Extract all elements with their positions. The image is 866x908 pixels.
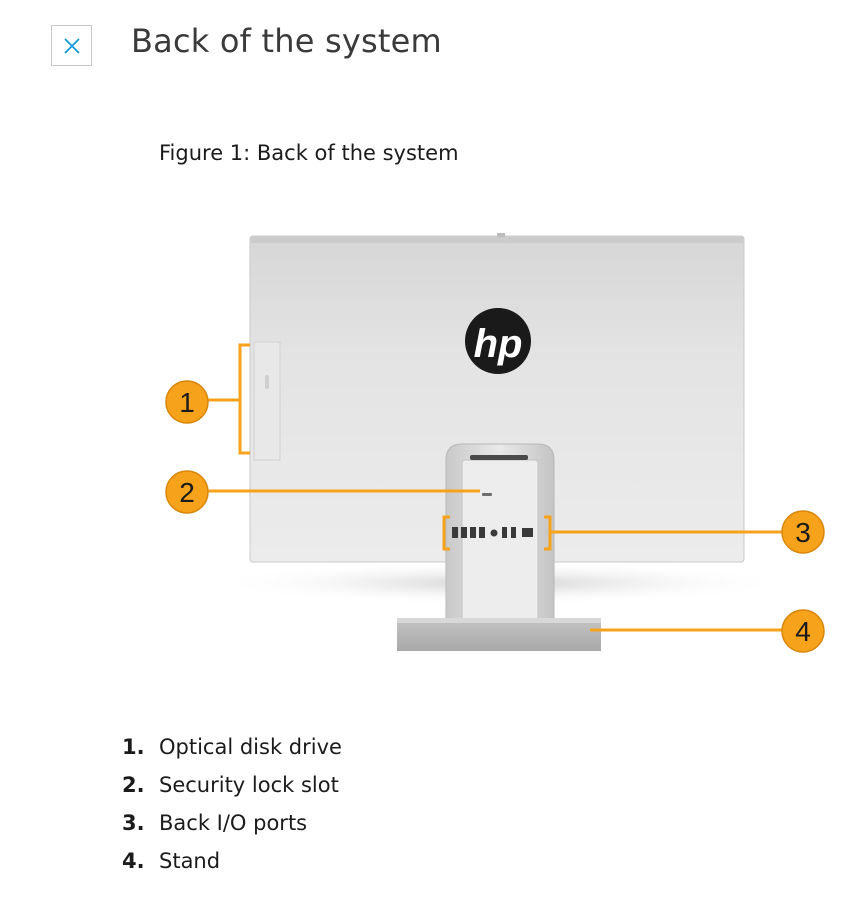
close-button[interactable] <box>51 25 92 66</box>
legend-item-label: Optical disk drive <box>159 735 342 759</box>
legend-item-number: 2. <box>122 773 145 797</box>
callout-2-number: 2 <box>179 477 195 508</box>
legend-item-number: 1. <box>122 735 145 759</box>
io-ports-icon <box>452 527 533 538</box>
computer-rear-illustration: hp 1 <box>165 233 825 653</box>
legend-list: 1. Optical disk drive 2. Security lock s… <box>122 728 342 880</box>
legend-item: 4. Stand <box>122 842 342 880</box>
figure-back-of-system: hp 1 <box>150 215 850 685</box>
callout-3: 3 <box>442 510 825 554</box>
callout-1: 1 <box>165 343 250 455</box>
legend-item: 1. Optical disk drive <box>122 728 342 766</box>
legend-item-label: Security lock slot <box>159 773 339 797</box>
optical-disk-drive <box>253 341 281 461</box>
legend-item-label: Back I/O ports <box>159 811 308 835</box>
legend-item-number: 4. <box>122 849 145 873</box>
legend-item-label: Stand <box>159 849 221 873</box>
stand <box>397 443 601 651</box>
hp-logo-icon: hp <box>465 308 531 374</box>
svg-text:hp: hp <box>474 322 523 366</box>
page-title: Back of the system <box>131 22 442 60</box>
legend-item: 3. Back I/O ports <box>122 804 342 842</box>
legend-item-number: 3. <box>122 811 145 835</box>
figure-caption: Figure 1: Back of the system <box>159 141 459 165</box>
callout-4-number: 4 <box>795 616 811 647</box>
close-icon <box>63 37 80 54</box>
callout-1-number: 1 <box>179 387 195 418</box>
legend-item: 2. Security lock slot <box>122 766 342 804</box>
security-lock-slot-icon <box>482 493 492 496</box>
callout-4: 4 <box>590 609 825 653</box>
callout-3-number: 3 <box>795 517 811 548</box>
callout-2: 2 <box>165 470 480 514</box>
